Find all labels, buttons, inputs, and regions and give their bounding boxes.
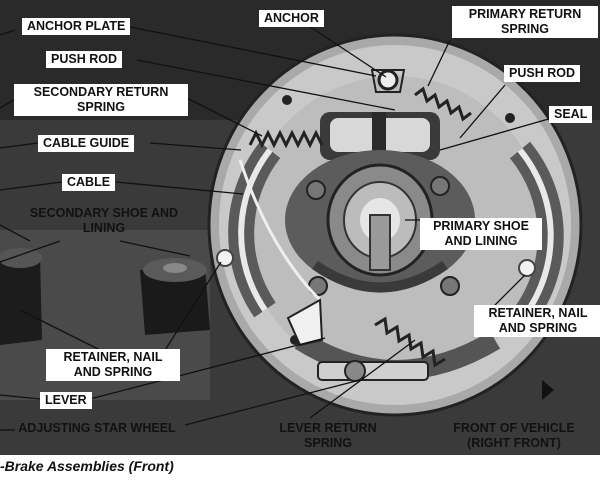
label-anchor-plate: ANCHOR PLATE (22, 18, 131, 35)
left-mount-1 (0, 248, 42, 345)
leader-lines (0, 19, 553, 431)
left-mount-2 (140, 258, 210, 335)
label-primary-return-spring: PRIMARY RETURN SPRING (452, 6, 598, 38)
label-secondary-return-spring: SECONDARY RETURN SPRING (14, 84, 188, 116)
label-retainer-left: RETAINER, NAIL AND SPRING (46, 349, 180, 381)
label-lever: LEVER (40, 392, 92, 409)
wheel-cylinder (320, 112, 440, 160)
label-anchor: ANCHOR (259, 10, 324, 27)
label-secondary-shoe-lining: SECONDARY SHOE AND LINING (29, 206, 179, 235)
label-primary-shoe-lining: PRIMARY SHOE AND LINING (420, 218, 542, 250)
label-retainer-right: RETAINER, NAIL AND SPRING (474, 305, 600, 337)
label-push-rod-left: PUSH ROD (46, 51, 122, 68)
label-front-of-vehicle: FRONT OF VEHICLE (RIGHT FRONT) (453, 421, 575, 450)
label-adjusting-star-wheel: ADJUSTING STAR WHEEL (18, 421, 176, 435)
label-cable: CABLE (62, 174, 116, 191)
figure-caption: -Brake Assemblies (Front) (0, 458, 174, 474)
hub (285, 150, 475, 293)
springs (248, 86, 472, 368)
cable-line (238, 159, 322, 302)
label-push-rod-right: PUSH ROD (504, 65, 580, 82)
right-arrow-icon (542, 380, 554, 400)
label-seal: SEAL (549, 106, 593, 123)
label-lever-return-spring: LEVER RETURN SPRING (279, 421, 377, 450)
label-cable-guide: CABLE GUIDE (38, 135, 135, 152)
bolts (306, 176, 460, 296)
